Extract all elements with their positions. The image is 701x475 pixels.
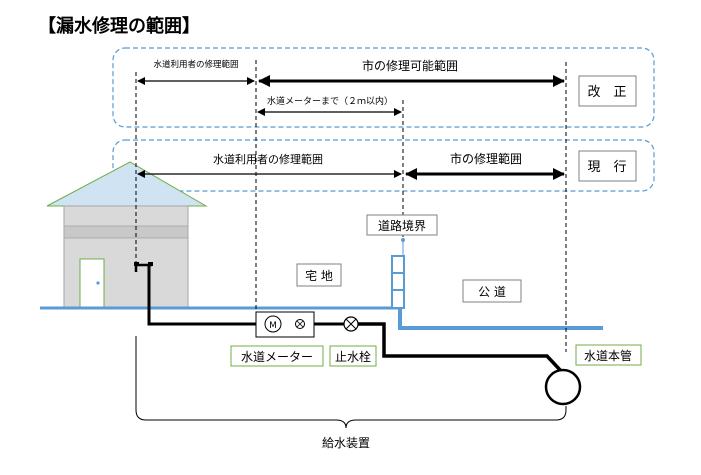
house-roof bbox=[46, 161, 208, 207]
water-main-box bbox=[575, 344, 642, 366]
road-boundary-box bbox=[366, 214, 438, 236]
revised-user-label: 水道利用者の修理範囲 bbox=[153, 59, 238, 70]
current-tag: 現 行 bbox=[587, 160, 626, 175]
diagram-title: 【漏水修理の範囲】 bbox=[38, 15, 200, 37]
current-tag-box bbox=[578, 150, 637, 182]
revised-tag: 改 正 bbox=[587, 85, 626, 100]
revised-frame bbox=[112, 47, 655, 128]
supply-equipment-label: 給水装置 bbox=[322, 436, 370, 450]
public-road-box bbox=[462, 279, 522, 303]
water-meter-label: 水道メーター bbox=[241, 350, 313, 364]
boundary-marker-dot bbox=[401, 238, 405, 242]
water-main-icon bbox=[544, 368, 582, 406]
meter-icon bbox=[264, 315, 282, 333]
current-frame bbox=[112, 139, 655, 192]
meter-note-label: 水道メーターまで（２ｍ以内） bbox=[267, 95, 393, 107]
stop-valve-box bbox=[329, 345, 377, 367]
meter-symbol: M bbox=[269, 321, 277, 331]
revised-city-label: 市の修理可能範囲 bbox=[362, 58, 458, 73]
boundary-post bbox=[391, 255, 405, 309]
private-land-label: 宅 地 bbox=[305, 268, 333, 283]
house-band bbox=[63, 225, 189, 239]
house-door bbox=[79, 258, 105, 309]
stop-valve-label: 止水栓 bbox=[335, 349, 371, 364]
road-boundary-label: 道路境界 bbox=[378, 218, 426, 233]
public-road-label: 公 道 bbox=[478, 285, 506, 299]
water-meter-box bbox=[230, 345, 324, 367]
current-user-label: 水道利用者の修理範囲 bbox=[213, 152, 323, 166]
service-pipe-2 bbox=[358, 322, 563, 373]
private-land-box bbox=[296, 263, 342, 287]
current-city-label: 市の修理範囲 bbox=[450, 151, 522, 166]
water-main-label: 水道本管 bbox=[584, 348, 632, 363]
door-knob bbox=[96, 281, 100, 285]
revised-tag-box bbox=[578, 75, 637, 107]
supply-bracket bbox=[135, 336, 567, 429]
